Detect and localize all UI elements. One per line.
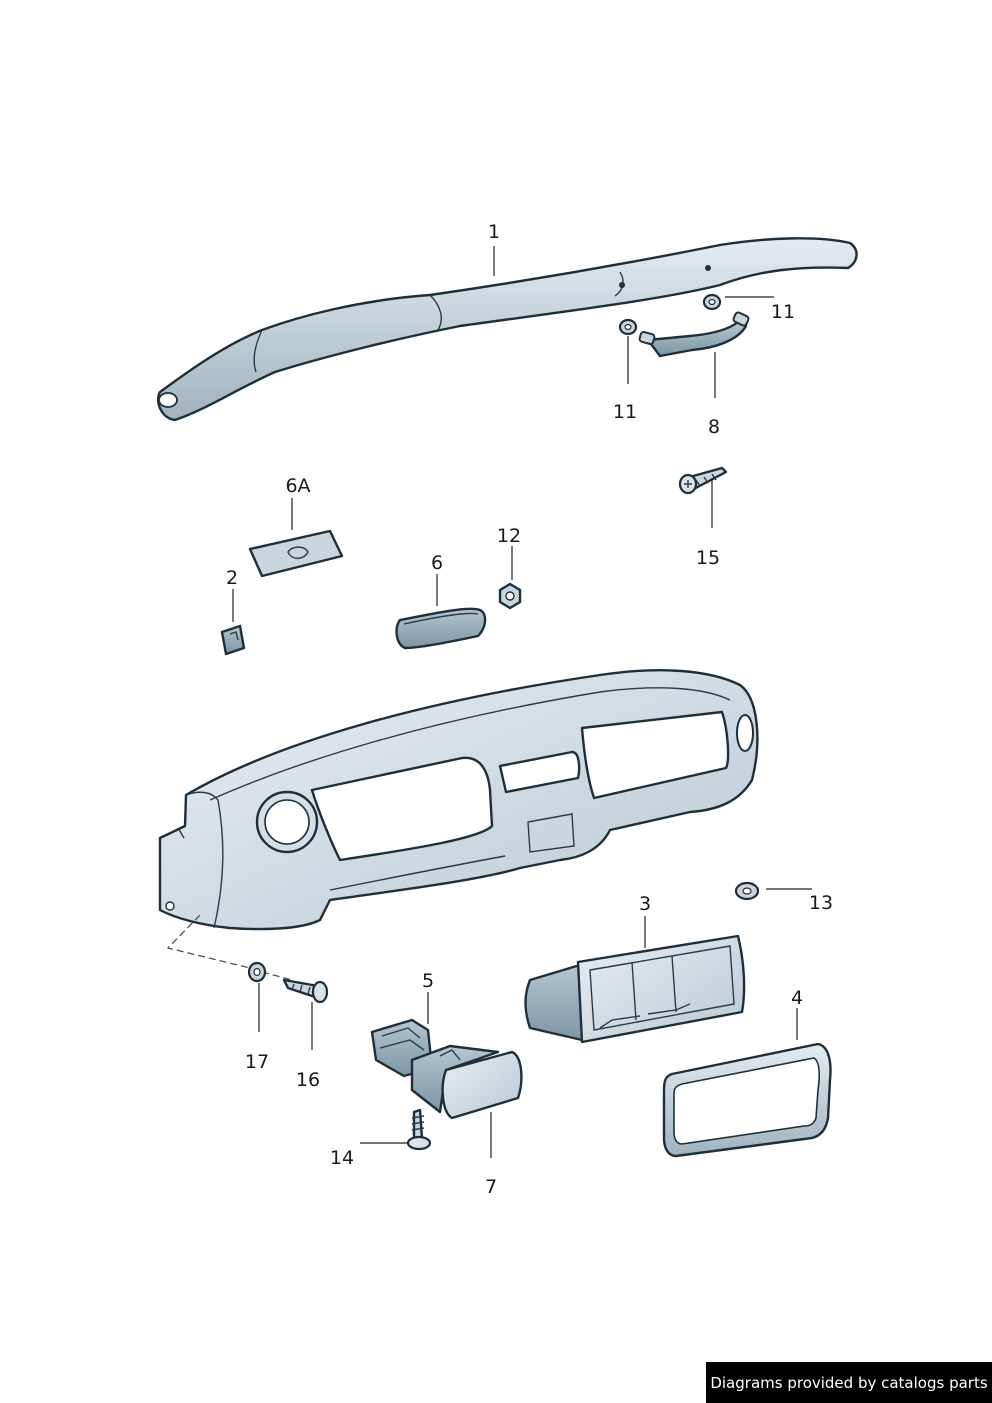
cover-part-6 xyxy=(395,607,487,650)
label-plate-part-6a xyxy=(248,529,344,578)
leader-lines xyxy=(232,246,812,1158)
callout-16: 16 xyxy=(296,1069,320,1091)
nut-part-12 xyxy=(498,582,522,610)
callout-11-left: 11 xyxy=(613,401,637,423)
callout-8: 8 xyxy=(708,416,720,438)
washer-part-11-right xyxy=(702,293,722,311)
callout-15: 15 xyxy=(696,547,720,569)
callout-5: 5 xyxy=(422,970,434,992)
washer-part-11-left xyxy=(618,318,638,336)
glove-box-frame-part-4 xyxy=(662,1042,832,1158)
callout-1: 1 xyxy=(488,221,500,243)
callout-6a: 6A xyxy=(285,475,310,497)
callout-11-right: 11 xyxy=(771,301,795,323)
clip-part-2 xyxy=(220,624,246,656)
glove-box-part-3 xyxy=(524,934,746,1044)
callout-2: 2 xyxy=(226,567,238,589)
callout-12: 12 xyxy=(497,525,521,547)
callout-17: 17 xyxy=(245,1051,269,1073)
callout-3: 3 xyxy=(639,893,651,915)
dashboard-main-panel xyxy=(158,669,759,931)
grab-handle-part-8 xyxy=(638,311,750,358)
assembly-guide-line xyxy=(166,914,293,981)
watermark-text: Diagrams provided by catalogs parts xyxy=(710,1373,988,1392)
upper-dash-pad-part-1 xyxy=(156,237,858,422)
callout-7: 7 xyxy=(485,1176,497,1198)
screw-part-15 xyxy=(678,466,728,495)
screw-part-16 xyxy=(282,978,329,1004)
callout-labels: 1 11 11 8 6A 12 15 6 2 13 3 4 5 17 16 14… xyxy=(226,221,833,1198)
latch-handle-part-7 xyxy=(410,1044,523,1120)
watermark-banner: Diagrams provided by catalogs parts xyxy=(706,1362,992,1403)
screw-part-14 xyxy=(406,1108,432,1151)
callout-6: 6 xyxy=(431,552,443,574)
callout-13: 13 xyxy=(809,892,833,914)
callout-4: 4 xyxy=(791,987,803,1009)
washer-part-17 xyxy=(247,961,267,983)
callout-14: 14 xyxy=(330,1147,354,1169)
washer-part-13 xyxy=(734,881,760,901)
